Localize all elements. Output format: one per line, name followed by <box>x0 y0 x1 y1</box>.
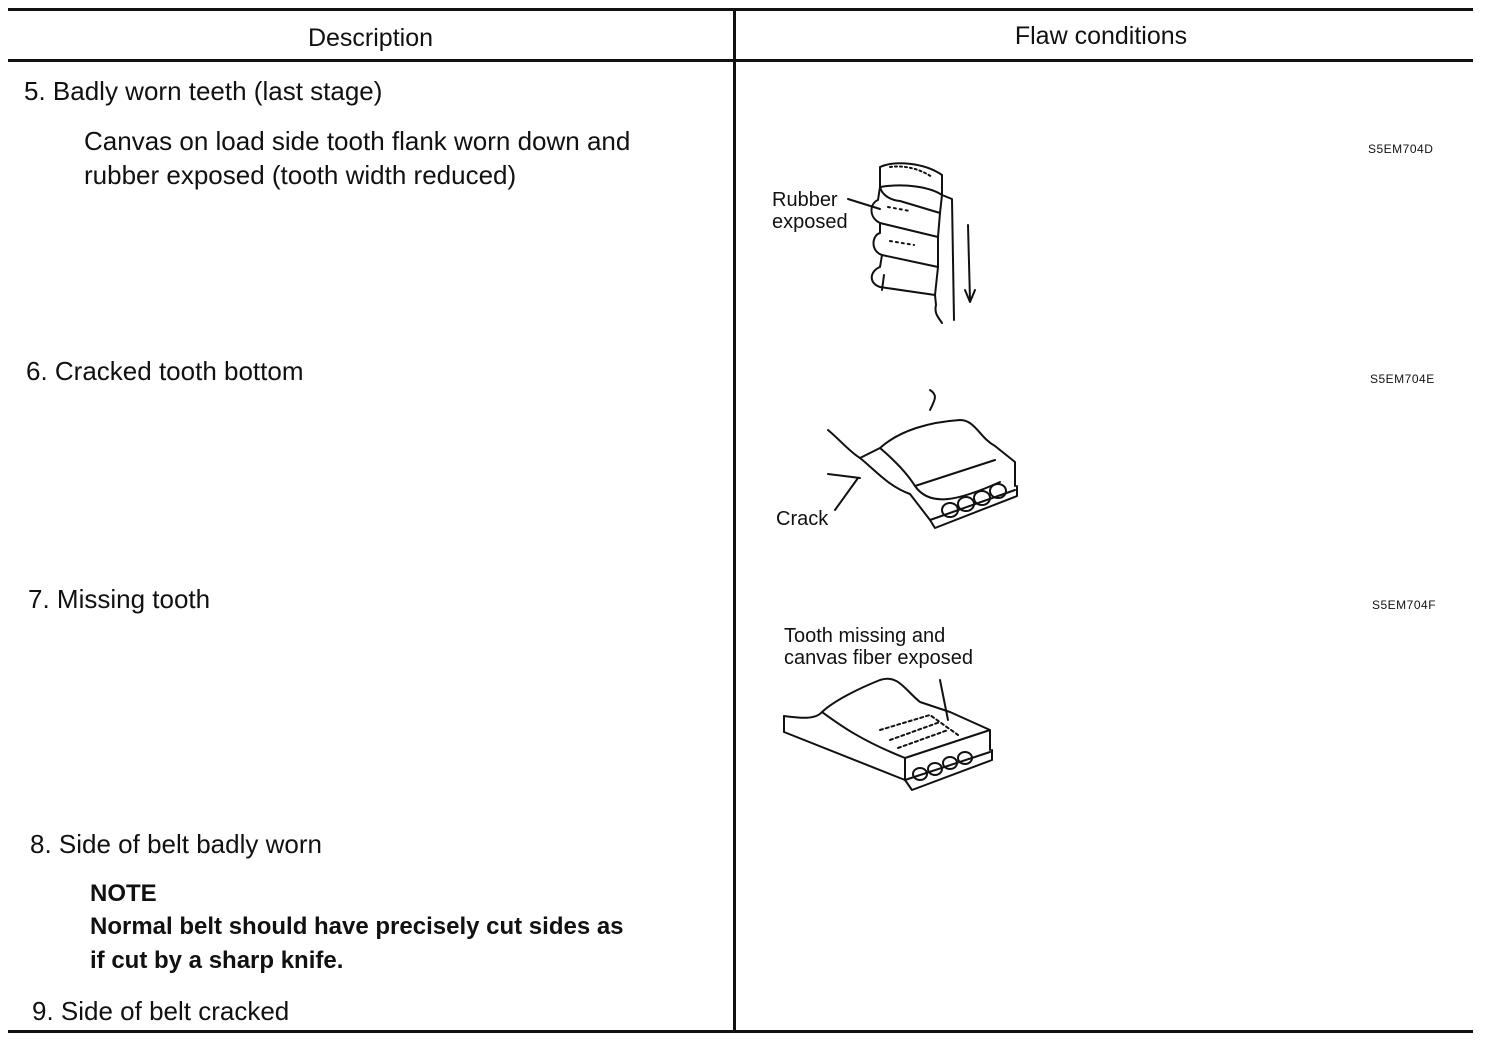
label-tooth-missing-line2: canvas fiber exposed <box>784 647 974 669</box>
item-8-note-title: NOTE <box>90 880 157 907</box>
rubber-exposed-leader-line <box>847 198 881 210</box>
item-8-note-line1: Normal belt should have precisely cut si… <box>90 913 624 940</box>
header-bottom-rule <box>8 59 1473 62</box>
column-header-description: Description <box>307 24 434 52</box>
figure-code-s5em704f: S5EM704F <box>1372 598 1437 612</box>
figure-code-s5em704d: S5EM704D <box>1368 142 1434 156</box>
item-6-title: 6. Cracked tooth bottom <box>26 356 304 386</box>
column-divider <box>733 10 736 1033</box>
item-8-title: 8. Side of belt badly worn <box>30 829 322 859</box>
table-top-rule <box>8 8 1473 11</box>
label-rubber-exposed-line1: Rubber <box>772 189 838 211</box>
item-9-title: 9. Side of belt cracked <box>32 996 290 1026</box>
figure-code-s5em704e: S5EM704E <box>1370 372 1435 386</box>
item-7-title: 7. Missing tooth <box>28 584 211 614</box>
label-crack: Crack <box>776 508 829 530</box>
label-tooth-missing-line1: Tooth missing and <box>784 625 946 647</box>
missing-tooth-illustration <box>783 677 993 791</box>
worn-teeth-illustration <box>870 162 976 324</box>
item-5-detail-line1: Canvas on load side tooth flank worn dow… <box>84 126 631 156</box>
item-5-detail-line2: rubber exposed (tooth width reduced) <box>84 160 517 190</box>
item-8-note-line2: if cut by a sharp knife. <box>90 947 344 974</box>
column-header-flaw-conditions: Flaw conditions <box>1014 22 1188 50</box>
item-5-title: 5. Badly worn teeth (last stage) <box>24 76 383 106</box>
label-rubber-exposed-line2: exposed <box>772 211 848 233</box>
cracked-tooth-illustration <box>827 389 1018 529</box>
table-bottom-rule <box>8 1030 1473 1033</box>
